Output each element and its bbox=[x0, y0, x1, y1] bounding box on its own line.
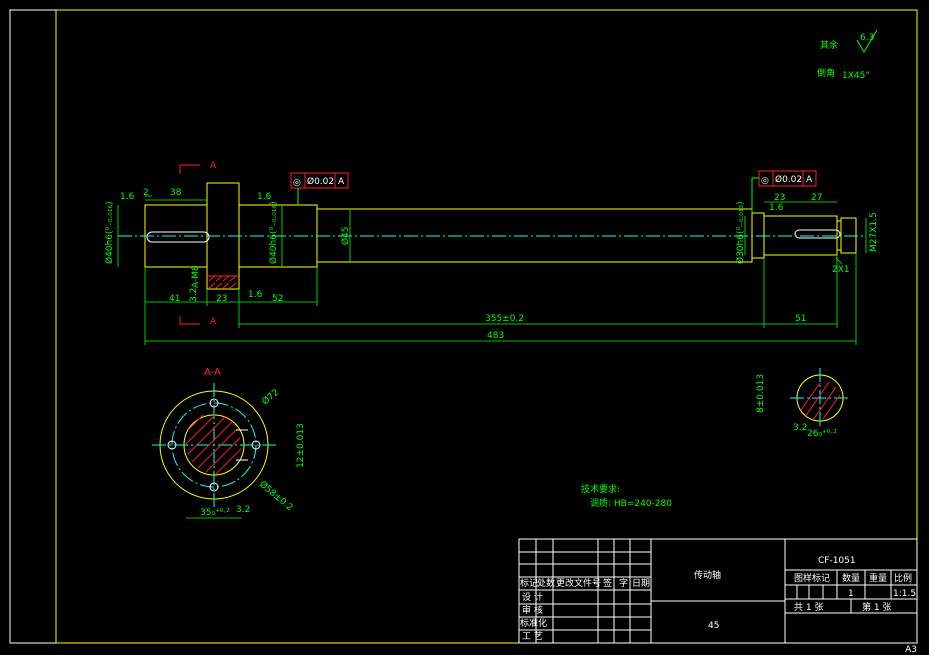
dim-41: 41 bbox=[169, 294, 180, 304]
title-h-date: 日期 bbox=[632, 578, 650, 589]
section-mark-bottom: A bbox=[179, 316, 217, 327]
dim-12: 12±0.013 bbox=[296, 423, 306, 468]
title-r-process: 工 艺 bbox=[522, 631, 543, 642]
roughness-1-6-c: 1.6 bbox=[248, 290, 263, 300]
title-h-qty: 数量 bbox=[842, 572, 860, 584]
tolerance-right-symbol: ◎ bbox=[761, 176, 769, 186]
dim-phi40-left: Ø40h6(⁰₋₀.₀₁₆) bbox=[104, 201, 115, 264]
tolerance-frame-right: ◎ Ø0.02 A bbox=[751, 170, 817, 213]
section-label-top: A bbox=[210, 161, 217, 171]
roughness-3-2-c: 3.2 bbox=[236, 505, 250, 515]
dim-52: 52 bbox=[272, 294, 283, 304]
title-sheet-no: 第 1 张 bbox=[862, 601, 891, 613]
dim-23-left: 23 bbox=[216, 294, 227, 304]
dim-23-right: 23 bbox=[774, 193, 785, 203]
roughness-label: 其余 bbox=[820, 39, 838, 51]
title-drawing-no: CF-1051 bbox=[818, 556, 856, 566]
title-material: 45 bbox=[708, 621, 719, 631]
tech-title: 技术要求: bbox=[581, 483, 620, 495]
tolerance-left-symbol: ◎ bbox=[293, 178, 301, 188]
section-aa-title: A-A bbox=[204, 367, 221, 378]
roughness-note: 其余 6.3 bbox=[820, 29, 878, 53]
dim-38: 38 bbox=[170, 188, 182, 198]
title-r-review: 审 核 bbox=[522, 604, 543, 616]
dim-355: 355±0.2 bbox=[485, 314, 524, 324]
keyway-hatch bbox=[207, 275, 239, 289]
tolerance-right-value: Ø0.02 bbox=[775, 174, 802, 185]
dim-8: 8±0.013 bbox=[756, 374, 766, 413]
chamfer-note: 倒角 1X45° bbox=[817, 67, 870, 81]
title-sheets-total: 共 1 张 bbox=[794, 602, 823, 613]
tech-line: 调质: HB=240-280 bbox=[590, 497, 672, 509]
roughness-1-6-d: 1.6 bbox=[769, 203, 784, 213]
dim-483: 483 bbox=[487, 331, 504, 341]
roughness-3-2: 3.2 bbox=[189, 288, 199, 302]
chamfer-value: 1X45° bbox=[842, 71, 870, 81]
sheet-size-label: A3 bbox=[905, 645, 917, 655]
dim-2: 2 bbox=[143, 188, 149, 198]
dim-26: 26₀⁺⁰·² bbox=[807, 429, 837, 439]
title-h-weight: 重量 bbox=[869, 572, 887, 584]
chamfer-label: 倒角 bbox=[817, 67, 835, 79]
tolerance-left-value: Ø0.02 bbox=[307, 176, 334, 187]
dim-phi30: Ø30h6(⁰₋₀.₀₁₃) bbox=[735, 201, 746, 264]
title-h-sign: 签 bbox=[603, 577, 612, 589]
title-h-doc: 更改文件号 bbox=[556, 577, 601, 589]
title-h-count: 处数 bbox=[537, 577, 555, 589]
tolerance-right-datum: A bbox=[806, 175, 813, 185]
title-r-std: 标准化 bbox=[520, 617, 547, 629]
title-part-name: 传动轴 bbox=[694, 569, 721, 581]
title-block bbox=[518, 538, 918, 644]
dim-keyway: A-M8 bbox=[191, 265, 201, 288]
dim-m27: M27X1.5 bbox=[869, 212, 879, 252]
tolerance-left-datum: A bbox=[338, 177, 345, 187]
dim-51: 51 bbox=[795, 314, 806, 324]
title-h-stage: 图样标记 bbox=[794, 572, 830, 584]
roughness-1-6-b: 1.6 bbox=[257, 192, 272, 202]
section-aa-view bbox=[152, 383, 276, 507]
tolerance-frame-left: ◎ Ø0.02 A bbox=[290, 172, 349, 205]
dimension-lines bbox=[117, 195, 867, 345]
title-h-char: 字 bbox=[619, 577, 628, 589]
title-r-design: 设 计 bbox=[522, 591, 543, 603]
roughness-1-6-a: 1.6 bbox=[120, 192, 135, 202]
roughness-value: 6.3 bbox=[860, 33, 874, 43]
section-mark-top: A bbox=[179, 161, 217, 174]
dim-35: 35₀⁺⁰·² bbox=[200, 508, 230, 518]
title-h-scale: 比例 bbox=[894, 572, 912, 584]
dim-2x1: 2X1 bbox=[832, 265, 850, 275]
roughness-3-2-b: 3.2 bbox=[793, 423, 807, 433]
dim-phi45: Ø45 bbox=[340, 226, 351, 245]
outer-frame bbox=[9, 9, 918, 644]
title-v-qty: 1 bbox=[848, 589, 854, 599]
title-h-mark: 标记 bbox=[520, 577, 538, 589]
key-section-view bbox=[790, 368, 850, 428]
dim-phi40-right: Ø40h6(⁰₋₀.₀₁₆) bbox=[268, 201, 279, 264]
dim-27: 27 bbox=[811, 193, 822, 203]
section-label-bottom: A bbox=[210, 317, 217, 327]
title-v-scale: 1:1.5 bbox=[893, 589, 916, 599]
roughness-symbol-icon bbox=[856, 29, 878, 53]
